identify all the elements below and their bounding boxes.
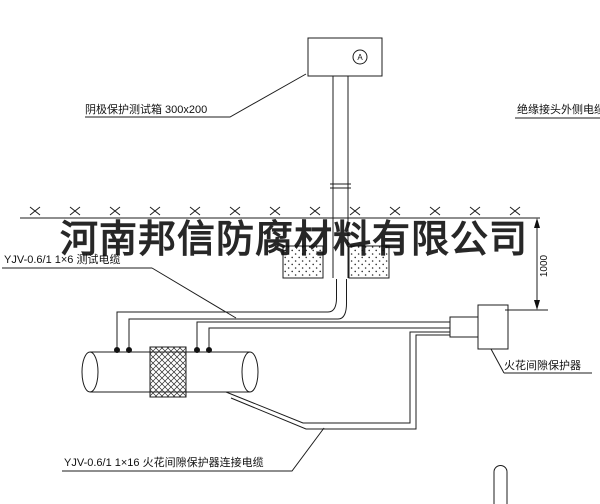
label-connect-cable-leader [62,427,325,472]
pipe-end-left [81,351,99,393]
dimension-line [505,222,548,311]
label-spark-gap-text: 火花间隙保护器 [504,358,581,372]
cables [116,279,450,430]
label-test-cable: YJV-0.6/1 1×6 测试电缆 [2,253,237,319]
connection-cable-1 [225,331,450,424]
test-cable-1 [116,279,338,351]
ground-line [20,206,540,219]
dimension-value: 1000 [539,254,550,277]
riser-conduit [330,76,351,278]
cable-terminals [114,347,212,353]
protector-cable-1 [196,321,450,351]
dimension-1000: 1000 [505,218,550,311]
spark-gap-protector [449,304,509,350]
anchor-blocks [282,245,390,279]
label-test-box-text: 阴极保护测试箱 300x200 [85,102,207,116]
insulating-joint [149,346,187,398]
dimension-arrow-bottom [534,300,540,310]
anchor-block-left [282,245,324,279]
test-box: A [307,37,383,77]
ammeter-icon [352,49,368,65]
watermark: 河南邦信防腐材料有限公司 [60,219,529,261]
terminal-dot [206,347,212,353]
label-outer-cable: 绝缘接头外侧电缆 [515,102,600,119]
label-test-box-leader [85,73,307,118]
terminal-dot [126,347,132,353]
label-spark-gap-leader [490,348,592,374]
label-connect-cable: YJV-0.6/1 1×16 火花间隙保护器连接电缆 [62,427,325,472]
protector-cable-2 [208,327,450,351]
ammeter-letter: A [357,53,363,62]
label-test-box: 阴极保护测试箱 300x200 [85,73,307,118]
connection-cable-2 [230,334,450,430]
test-box-body [307,37,383,77]
test-cable-2 [128,279,348,351]
detail-symbol [493,465,508,504]
anchor-block-right [348,245,390,279]
label-test-cable-leader [2,267,237,319]
dimension-arrow-top [534,218,540,228]
terminal-dot [194,347,200,353]
pipe-end-right [241,351,259,393]
label-outer-cable-text: 绝缘接头外侧电缆 [517,102,600,116]
protector-body [477,304,509,350]
label-spark-gap: 火花间隙保护器 [490,348,592,374]
label-connect-cable-text: YJV-0.6/1 1×16 火花间隙保护器连接电缆 [64,455,264,469]
terminal-dot [114,347,120,353]
protector-stem [449,316,479,338]
label-test-cable-text: YJV-0.6/1 1×6 测试电缆 [4,253,120,266]
